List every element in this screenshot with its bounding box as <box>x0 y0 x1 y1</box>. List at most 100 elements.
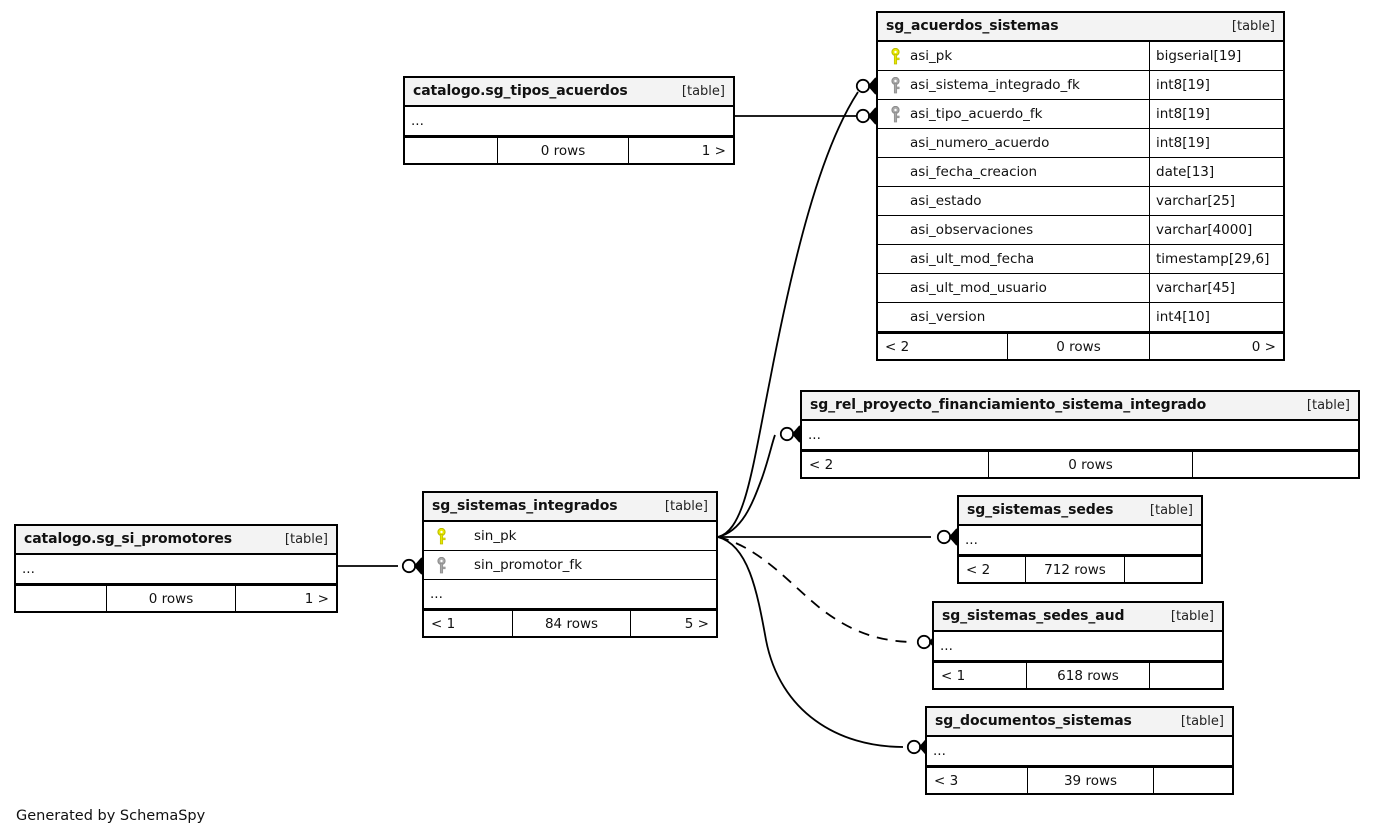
table-type-tag: [table] <box>681 83 725 99</box>
table-row-collapsed[interactable]: ... <box>959 526 1201 555</box>
table-title: catalogo.sg_tipos_acuerdos <box>413 83 628 99</box>
table-row[interactable]: sin_promotor_fk <box>424 551 716 580</box>
column-name-cell: asi_sistema_integrado_fk <box>878 71 1149 99</box>
footer-row-count: 0 rows <box>106 586 235 611</box>
table-row[interactable]: asi_numero_acuerdo int8[19] <box>878 129 1283 158</box>
table-row[interactable]: asi_ult_mod_usuario varchar[45] <box>878 274 1283 303</box>
column-name: asi_sistema_integrado_fk <box>910 77 1080 93</box>
footer-child-count[interactable] <box>1153 768 1232 793</box>
footer-child-count[interactable]: 0 > <box>1149 334 1283 359</box>
table-footer: 0 rows 1 > <box>405 136 733 163</box>
table-row-collapsed[interactable]: ... <box>16 555 336 584</box>
column-name: asi_tipo_acuerdo_fk <box>910 106 1043 122</box>
table-sg-acuerdos-sistemas[interactable]: sg_acuerdos_sistemas [table] asi_pk bigs… <box>876 11 1285 361</box>
table-row-collapsed[interactable]: ... <box>405 107 733 136</box>
footer-child-count[interactable]: 5 > <box>630 611 716 636</box>
table-header: catalogo.sg_si_promotores [table] <box>16 526 336 555</box>
footer-parent-count[interactable] <box>16 586 106 611</box>
table-type-tag: [table] <box>284 531 328 547</box>
primary-key-icon <box>430 527 452 545</box>
column-name: asi_estado <box>910 193 982 209</box>
column-name-cell: asi_ult_mod_usuario <box>878 274 1149 302</box>
endpoint-acuerdos-tipo-fk <box>855 107 877 125</box>
table-sg-rel-proyecto-financiamiento-sistema-integrado[interactable]: sg_rel_proyecto_financiamiento_sistema_i… <box>800 390 1360 479</box>
table-title: sg_documentos_sistemas <box>935 713 1132 729</box>
column-name: asi_numero_acuerdo <box>910 135 1050 151</box>
table-row[interactable]: asi_pk bigserial[19] <box>878 42 1283 71</box>
table-title: sg_acuerdos_sistemas <box>886 18 1059 34</box>
collapsed-columns-ellipsis: ... <box>808 427 821 443</box>
column-type: date[13] <box>1149 158 1283 186</box>
table-row[interactable]: sin_pk <box>424 522 716 551</box>
footer-parent-count[interactable]: < 2 <box>885 338 910 355</box>
table-sg-sistemas-integrados[interactable]: sg_sistemas_integrados [table] sin_pk si… <box>422 491 718 638</box>
table-type-tag: [table] <box>1231 18 1275 34</box>
footer-child-count[interactable]: 1 > <box>628 138 733 163</box>
table-title: sg_rel_proyecto_financiamiento_sistema_i… <box>810 397 1207 413</box>
column-name-cell: asi_pk <box>878 42 1149 70</box>
table-row-collapsed[interactable]: ... <box>802 421 1358 450</box>
footer-child-count[interactable] <box>1192 452 1358 477</box>
footer-row-count: 0 rows <box>988 452 1192 477</box>
footer-row-count: 618 rows <box>1026 663 1149 688</box>
column-name-cell: asi_estado <box>878 187 1149 215</box>
column-type: varchar[4000] <box>1149 216 1283 244</box>
column-name-cell: sin_promotor_fk <box>424 551 716 579</box>
column-name-cell: asi_observaciones <box>878 216 1149 244</box>
table-row[interactable]: asi_ult_mod_fecha timestamp[29,6] <box>878 245 1283 274</box>
table-row-collapsed[interactable]: ... <box>927 737 1232 766</box>
collapsed-columns-ellipsis: ... <box>940 638 953 654</box>
foreign-key-icon <box>430 556 452 574</box>
endpoint-sistemas-sedes <box>936 528 958 546</box>
column-type: int8[19] <box>1149 100 1283 128</box>
generated-by-credit: Generated by SchemaSpy <box>16 808 206 824</box>
column-type: varchar[25] <box>1149 187 1283 215</box>
table-row[interactable]: asi_version int4[10] <box>878 303 1283 332</box>
table-title: sg_sistemas_sedes_aud <box>942 608 1125 624</box>
table-row-collapsed[interactable]: ... <box>934 632 1222 661</box>
table-type-tag: [table] <box>1306 397 1350 413</box>
footer-parent-count[interactable]: < 2 <box>809 456 834 473</box>
table-sg-documentos-sistemas[interactable]: sg_documentos_sistemas [table] ... < 3 3… <box>925 706 1234 795</box>
footer-row-count: 712 rows <box>1025 557 1124 582</box>
column-name: asi_ult_mod_fecha <box>910 251 1035 267</box>
edge-sistemas-to-documentos <box>717 536 904 748</box>
foreign-key-icon <box>884 76 906 94</box>
table-header: sg_rel_proyecto_financiamiento_sistema_i… <box>802 392 1358 421</box>
table-title: sg_sistemas_integrados <box>432 498 618 514</box>
table-row[interactable]: asi_estado varchar[25] <box>878 187 1283 216</box>
table-title: sg_sistemas_sedes <box>967 502 1114 518</box>
column-name: asi_observaciones <box>910 222 1034 238</box>
table-footer: < 3 39 rows <box>927 766 1232 793</box>
footer-parent-count[interactable] <box>405 138 497 163</box>
footer-parent-count[interactable]: < 2 <box>966 561 991 578</box>
table-sg-sistemas-sedes[interactable]: sg_sistemas_sedes [table] ... < 2 712 ro… <box>957 495 1203 584</box>
table-row[interactable]: asi_fecha_creacion date[13] <box>878 158 1283 187</box>
table-header: sg_sistemas_sedes_aud [table] <box>934 603 1222 632</box>
table-row[interactable]: asi_sistema_integrado_fk int8[19] <box>878 71 1283 100</box>
table-type-tag: [table] <box>1180 713 1224 729</box>
collapsed-columns-ellipsis: ... <box>430 586 443 602</box>
footer-parent-count[interactable]: < 3 <box>934 772 959 789</box>
footer-child-count[interactable]: 1 > <box>235 586 336 611</box>
table-row-collapsed[interactable]: ... <box>424 580 716 609</box>
table-catalogo-sg-tipos-acuerdos[interactable]: catalogo.sg_tipos_acuerdos [table] ... 0… <box>403 76 735 165</box>
collapsed-columns-ellipsis: ... <box>411 113 424 129</box>
collapsed-columns-ellipsis: ... <box>965 532 978 548</box>
column-name-cell: asi_numero_acuerdo <box>878 129 1149 157</box>
table-type-tag: [table] <box>1149 502 1193 518</box>
footer-parent-count[interactable]: < 1 <box>431 615 456 632</box>
footer-child-count[interactable] <box>1149 663 1222 688</box>
endpoint-sistemas-promotor-fk <box>401 557 423 575</box>
column-name: asi_ult_mod_usuario <box>910 280 1047 296</box>
table-footer: < 2 712 rows <box>959 555 1201 582</box>
table-catalogo-sg-si-promotores[interactable]: catalogo.sg_si_promotores [table] ... 0 … <box>14 524 338 613</box>
table-row[interactable]: asi_observaciones varchar[4000] <box>878 216 1283 245</box>
column-type: varchar[45] <box>1149 274 1283 302</box>
table-sg-sistemas-sedes-aud[interactable]: sg_sistemas_sedes_aud [table] ... < 1 61… <box>932 601 1224 690</box>
table-header: catalogo.sg_tipos_acuerdos [table] <box>405 78 733 107</box>
table-footer: < 1 618 rows <box>934 661 1222 688</box>
table-row[interactable]: asi_tipo_acuerdo_fk int8[19] <box>878 100 1283 129</box>
footer-parent-count[interactable]: < 1 <box>941 667 966 684</box>
footer-child-count[interactable] <box>1124 557 1201 582</box>
